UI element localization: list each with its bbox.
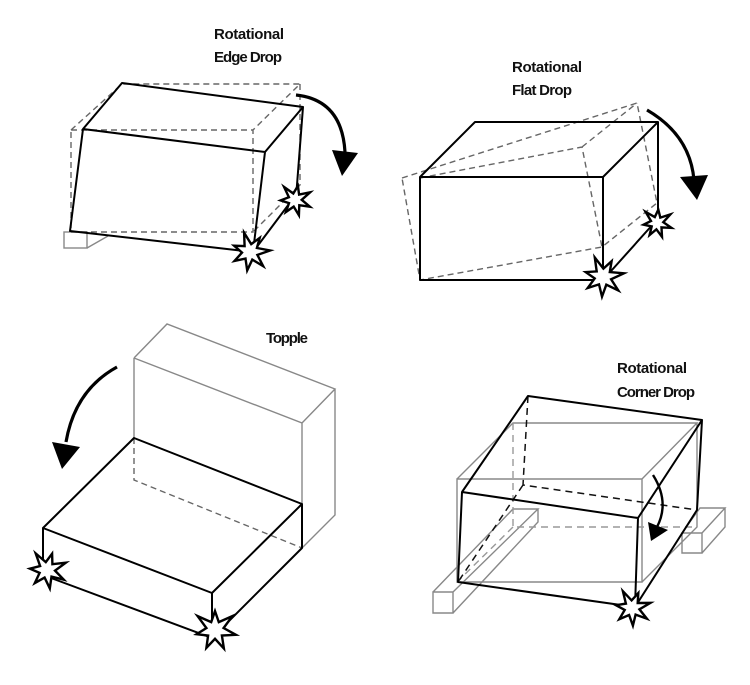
tilted-box (457, 395, 703, 608)
edge-drop-title-line1: Rotational (214, 26, 284, 43)
curved-arrow-icon (646, 108, 708, 200)
panel-edge-drop: Rotational Edge Drop (63, 26, 358, 253)
topple-title: Topple (266, 330, 308, 347)
impact-star-icon (582, 253, 629, 301)
original-box-outline (456, 422, 699, 583)
original-box-outline (70, 83, 302, 233)
impact-star-icon (193, 607, 241, 653)
panel-flat-drop: Rotational Flat Drop (401, 59, 708, 281)
impact-star-icon (612, 587, 655, 630)
edge-drop-title-line2: Edge Drop (214, 49, 282, 66)
curved-arrow-icon (648, 474, 668, 541)
impact-star-icon (26, 549, 71, 593)
tilted-box (419, 121, 659, 281)
original-box-outline (401, 102, 658, 281)
impact-star-icon (276, 182, 315, 220)
tilted-box (69, 82, 304, 253)
impact-star-icon (230, 228, 275, 275)
panel-corner-drop: Rotational Corner Drop (432, 360, 727, 614)
impact-stars (26, 182, 676, 653)
pallet-left (432, 508, 540, 614)
toppled-box (42, 437, 303, 639)
hidden-edges (133, 438, 303, 549)
panel-topple: Topple (42, 323, 337, 639)
pallet-right (681, 507, 727, 554)
flat-drop-title-line2: Flat Drop (512, 82, 572, 99)
upright-box-outline (133, 323, 337, 549)
corner-drop-title-line2: Corner Drop (617, 384, 695, 401)
impact-star-icon (639, 206, 676, 241)
curved-arrow-icon (52, 365, 118, 469)
corner-drop-title-line1: Rotational (617, 360, 687, 377)
flat-drop-title-line1: Rotational (512, 59, 582, 76)
curved-arrow-icon (295, 93, 358, 176)
